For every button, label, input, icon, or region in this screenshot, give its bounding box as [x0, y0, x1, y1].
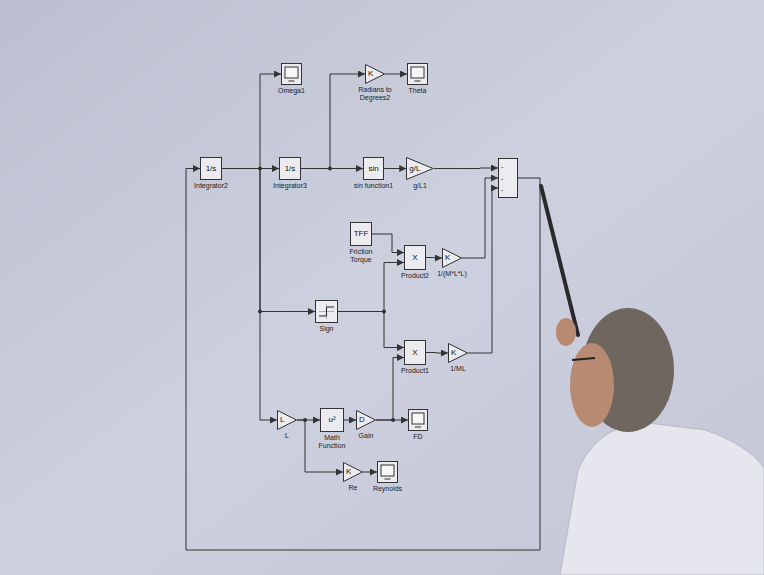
- block-text: K: [368, 70, 373, 78]
- tri-shape: K: [365, 64, 385, 84]
- block-text: sin: [368, 165, 378, 173]
- signal-line: [434, 168, 498, 170]
- signal-line: [222, 169, 277, 421]
- block-label: Reynolds: [373, 485, 402, 493]
- signal-line: [462, 178, 498, 258]
- box-shape: TFF: [350, 222, 372, 246]
- box-shape: X: [404, 245, 426, 270]
- scope-shape: [281, 63, 302, 85]
- simulink-block: g/L g/L1: [366, 157, 474, 190]
- sum-sign: -: [501, 186, 503, 193]
- branch-points: [258, 167, 395, 423]
- block-text: 1/s: [206, 165, 217, 173]
- block-label: Gain: [359, 432, 374, 440]
- sign-outline: [316, 301, 337, 322]
- signal-line: [338, 312, 404, 348]
- block-label: 1/(M*L*L): [437, 270, 467, 278]
- scope-shape: [377, 461, 398, 483]
- box-shape: 1/s: [200, 157, 222, 180]
- signal-line: [222, 74, 281, 169]
- pointer-stick: [541, 186, 578, 335]
- block-label: Integrator2: [194, 182, 228, 190]
- block-label: g/L1: [413, 182, 427, 190]
- box-shape: u²: [320, 408, 344, 432]
- signal-line: [222, 169, 315, 312]
- signal-line: [376, 420, 408, 421]
- scope-outline: [409, 410, 427, 430]
- simulink-block: u² Math Function: [280, 408, 384, 449]
- sum-sign: -: [501, 175, 503, 182]
- tri-shape: K: [448, 343, 468, 363]
- tri-shape: L: [277, 410, 297, 430]
- signal-line: [301, 74, 365, 169]
- signal-line: [344, 420, 356, 421]
- tri-shape: K: [343, 462, 363, 482]
- block-label: Re: [349, 484, 358, 492]
- tri-shape: g/L: [406, 157, 434, 180]
- simulink-block: K 1/(M*L*L): [402, 248, 502, 278]
- block-label: 1/ML: [450, 365, 466, 373]
- block-label: sin function1: [354, 182, 393, 190]
- block-text: L: [280, 416, 284, 424]
- block-label: Product1: [401, 367, 429, 375]
- signal-line: [376, 358, 404, 421]
- block-label: FD: [413, 433, 422, 441]
- box-shape: X: [404, 340, 426, 365]
- block-label: Theta: [409, 87, 427, 95]
- signal-line: [363, 472, 377, 473]
- signal-line: [338, 263, 404, 312]
- tri-shape: D: [356, 410, 376, 430]
- simulink-block: Omega1: [241, 63, 342, 95]
- block-label: Sign: [319, 325, 333, 333]
- scope-outline: [282, 64, 301, 84]
- sum-shape: - - -: [498, 158, 518, 198]
- signal-line: [426, 352, 448, 354]
- tri-shape: K: [442, 248, 462, 268]
- sum-sign: -: [501, 163, 503, 170]
- simulink-block: 1/sIntegrator2: [160, 157, 262, 190]
- block-text: K: [346, 468, 351, 476]
- signal-line: [384, 168, 406, 169]
- block-label: Integrator3: [273, 182, 307, 190]
- simulink-block: - - -: [458, 158, 558, 198]
- simulink-block: TFF Friction Torque: [310, 222, 412, 263]
- simulink-block: FD: [368, 409, 468, 441]
- scope-outline: [408, 64, 427, 84]
- signal-line: [385, 74, 407, 75]
- box-shape: 1/s: [279, 157, 301, 180]
- box-shape: sin: [363, 157, 384, 180]
- block-text: g/L: [409, 165, 420, 173]
- simulink-block: K 1/ML: [408, 343, 508, 373]
- signal-line: [372, 234, 404, 253]
- block-text: X: [412, 254, 417, 262]
- block-label: Radians to Degrees2: [353, 86, 397, 101]
- block-label: L: [285, 432, 289, 440]
- scope-shape: [408, 409, 428, 431]
- scope-shape: [407, 63, 428, 85]
- scope-outline: [378, 462, 397, 482]
- signal-line: [186, 169, 540, 551]
- block-label: Math Function: [314, 434, 350, 449]
- signal-line: [468, 188, 498, 353]
- block-text: K: [451, 349, 456, 357]
- block-text: 1/s: [285, 165, 296, 173]
- block-text: X: [412, 349, 417, 357]
- signal-line: [426, 257, 442, 259]
- simulink-block: Reynolds: [337, 461, 438, 493]
- simulink-block: D Gain: [316, 410, 416, 440]
- block-text: u²: [328, 416, 335, 424]
- presenter: [556, 308, 764, 575]
- block-text: TFF: [354, 230, 369, 238]
- block-text: K: [445, 254, 450, 262]
- simulink-block: Sign: [275, 300, 378, 333]
- block-text: D: [359, 416, 365, 424]
- block-label: Friction Torque: [341, 248, 381, 263]
- simulink-block: Theta: [367, 63, 468, 95]
- block-label: Omega1: [278, 87, 305, 95]
- simulink-block: 1/sIntegrator3: [239, 157, 341, 190]
- block-label: Product2: [401, 272, 429, 280]
- sign-shape: [315, 300, 338, 323]
